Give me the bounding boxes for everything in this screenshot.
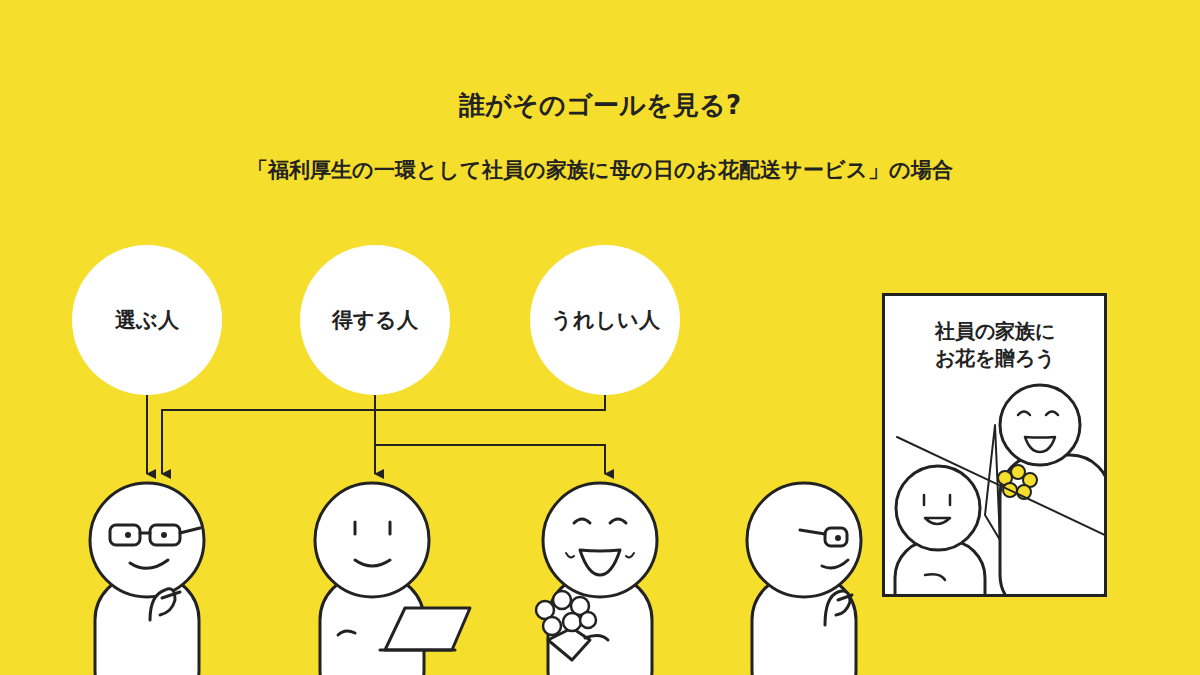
title: 誰がそのゴールを見る?: [0, 88, 1200, 123]
poster-illustration: [895, 385, 1105, 595]
role-circle: 得する人: [300, 245, 450, 395]
role-circle: うれしい人: [530, 245, 680, 395]
subtitle-label: 「福利厚生の一環として社員の家族に母の日のお花配送サービス」の場合: [0, 156, 1200, 184]
node-text-wrap: うれしい人: [551, 306, 660, 334]
role-circle: 選ぶ人: [72, 245, 222, 395]
person-chooser: [90, 483, 204, 675]
node-text: うれしい人: [551, 306, 660, 334]
node-text: 選ぶ人: [115, 306, 179, 334]
poster: 社員の家族に お花を贈ろう: [882, 293, 1107, 597]
node-text: 得する人: [332, 306, 418, 334]
person-observer: [747, 483, 861, 675]
person-beneficiary: [315, 483, 470, 675]
node-text-wrap: 選ぶ人: [115, 306, 179, 334]
node-text-wrap: 社員の家族に お花を贈ろう: [905, 318, 1085, 372]
person-happy-mother: [536, 483, 657, 675]
arrows: [147, 395, 605, 474]
node-text: 社員の家族に お花を贈ろう: [905, 318, 1085, 372]
node-text-wrap: 得する人: [332, 306, 418, 334]
